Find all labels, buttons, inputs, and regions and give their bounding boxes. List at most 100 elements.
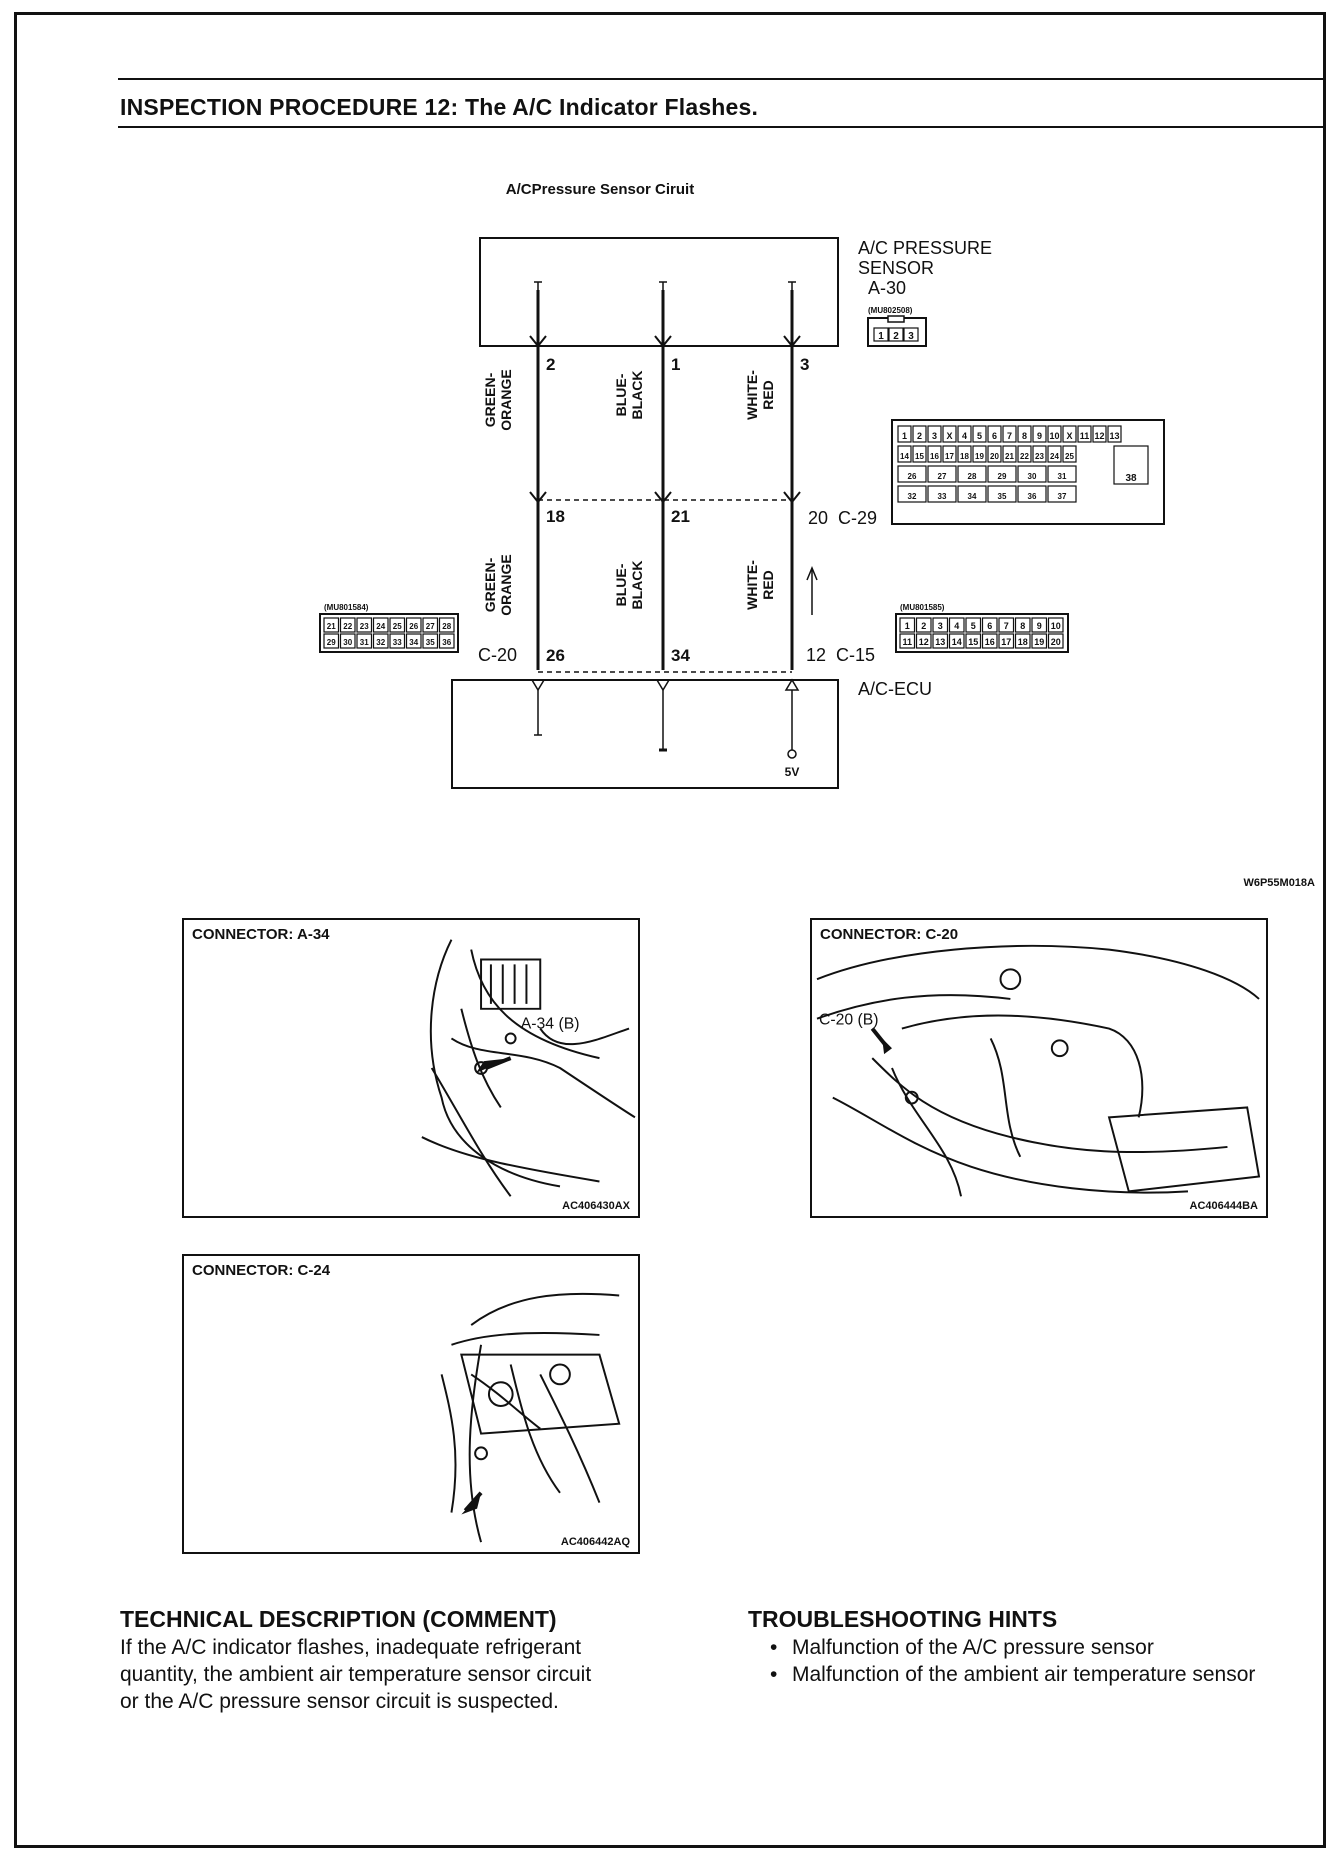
sensor-label-line-3: A-30 bbox=[868, 278, 906, 298]
ecu-connector-right-label: C-15 bbox=[836, 645, 875, 665]
sensor-pin-1: 1 bbox=[878, 331, 884, 342]
c20-pin-cell bbox=[405, 633, 422, 649]
c20-pin-label: 36 bbox=[442, 638, 451, 647]
c29-pin-cell bbox=[1107, 425, 1122, 443]
c29-pin-cell bbox=[1032, 445, 1047, 463]
c29-pin-cell bbox=[1113, 445, 1149, 485]
c20-pin-label: 33 bbox=[393, 638, 402, 647]
hint-text-1: Malfunction of the A/C pressure sensor bbox=[792, 1636, 1154, 1659]
connector-photo-c24: CONNECTOR: C-24 AC406442AQ bbox=[182, 1254, 640, 1554]
c29-pin-label: 4 bbox=[962, 431, 967, 441]
c20-pin-label: 24 bbox=[376, 622, 385, 631]
ecu-pin-12: 12 bbox=[806, 645, 826, 665]
sensor-pin-2-label: 2 bbox=[546, 355, 555, 374]
wiring-diagram: A/CPressure Sensor Ciruit A/C PRESSURE S… bbox=[290, 170, 1320, 890]
c15-pin-label: 18 bbox=[1018, 637, 1028, 647]
technical-line-2: quantity, the ambient air temperature se… bbox=[120, 1663, 592, 1686]
sensor-box bbox=[479, 237, 839, 347]
connector-code-a34: AC406430AX bbox=[562, 1200, 630, 1212]
c20-pin-cell bbox=[389, 633, 406, 649]
c20-pin-label: 31 bbox=[360, 638, 369, 647]
c29-pin-cell bbox=[987, 465, 1017, 483]
ecu-label: A/C-ECU bbox=[858, 679, 932, 699]
bullet-icon: • bbox=[770, 1636, 778, 1659]
wire-label-green-orange-lower-1: GREEN- bbox=[482, 557, 498, 612]
technical-heading: TECHNICAL DESCRIPTION (COMMENT) bbox=[120, 1606, 557, 1632]
c20-pin-cell bbox=[422, 617, 439, 633]
junction-pin-21: 21 bbox=[671, 507, 690, 526]
callout-c20: C-20 (B) bbox=[819, 1012, 879, 1029]
sensor-connector-code: (MU802508) bbox=[868, 306, 913, 315]
c29-pin-cell bbox=[957, 485, 987, 503]
c20-pin-cell bbox=[372, 633, 389, 649]
c20-pin-label: 22 bbox=[343, 622, 352, 631]
c20-pin-cell bbox=[405, 617, 422, 633]
c29-pin-cell bbox=[897, 465, 927, 483]
c29-pin-cell bbox=[1002, 425, 1017, 443]
c29-pin-cell bbox=[927, 465, 957, 483]
c20-pin-label: 21 bbox=[327, 622, 336, 631]
page-title: INSPECTION PROCEDURE 12: The A/C Indicat… bbox=[120, 94, 759, 120]
c29-pin-label: 5 bbox=[977, 431, 982, 441]
c20-pin-cell bbox=[323, 617, 340, 633]
c20-pin-cell bbox=[356, 633, 373, 649]
c29-pin-label: 23 bbox=[1035, 452, 1044, 461]
sensor-pin-3: 3 bbox=[908, 331, 914, 342]
sensor-pin-1-label: 1 bbox=[671, 355, 680, 374]
c15-pin-cell bbox=[1014, 633, 1031, 649]
c29-pin-label: 25 bbox=[1065, 452, 1074, 461]
wire-label-green-orange-upper-1: GREEN- bbox=[482, 372, 498, 427]
figure-code: W6P55M018A bbox=[1243, 877, 1315, 889]
c29-pin-label: 19 bbox=[975, 452, 984, 461]
c15-pin-cell bbox=[998, 617, 1015, 633]
c15-pin-label: 1 bbox=[905, 621, 910, 631]
c20-pin-cell bbox=[422, 633, 439, 649]
wire-label-white-red-lower-1: WHITE- bbox=[744, 560, 760, 610]
wire-label-green-orange-upper-2: ORANGE bbox=[498, 369, 514, 430]
engine-bay-illustration: A-34 (B) bbox=[421, 939, 636, 1197]
c15-pin-label: 10 bbox=[1051, 621, 1061, 631]
c29-pin-cell bbox=[972, 425, 987, 443]
c29-pin-label: 18 bbox=[960, 452, 969, 461]
c15-pin-cell bbox=[1031, 617, 1048, 633]
c15-pin-label: 6 bbox=[987, 621, 992, 631]
c15-pin-cell bbox=[981, 617, 998, 633]
c29-pin-cell bbox=[1017, 445, 1032, 463]
technical-line-1: If the A/C indicator flashes, inadequate… bbox=[120, 1636, 582, 1659]
c29-pin-cell bbox=[957, 465, 987, 483]
c29-pin-cell bbox=[1047, 485, 1077, 503]
c29-pin-label: 22 bbox=[1020, 452, 1029, 461]
c29-pin-cell bbox=[1002, 445, 1017, 463]
c29-pin-cell bbox=[987, 485, 1017, 503]
c15-pin-cell bbox=[899, 617, 916, 633]
c15-pin-cell bbox=[965, 633, 982, 649]
c15-pin-label: 5 bbox=[971, 621, 976, 631]
c29-pin-label: 6 bbox=[992, 431, 997, 441]
sensor-pin-3-label: 3 bbox=[800, 355, 809, 374]
c29-pin-cell bbox=[972, 445, 987, 463]
c15-pin-cell bbox=[932, 633, 949, 649]
connector-photo-a34: A-34 (B) CONNECTOR: A-34 AC406430AX bbox=[182, 918, 640, 1218]
c29-pin-cell bbox=[957, 425, 972, 443]
c29-pin-cell bbox=[927, 425, 942, 443]
c29-pin-cell bbox=[1092, 425, 1107, 443]
c15-pin-label: 9 bbox=[1037, 621, 1042, 631]
c15-pin-cell bbox=[1031, 633, 1048, 649]
junction-connector-label: C-29 bbox=[838, 508, 877, 528]
connector-photo-c20: C-20 (B) CONNECTOR: C-20 AC406444BA bbox=[810, 918, 1268, 1218]
c29-pin-cell bbox=[1047, 445, 1062, 463]
c20-pin-cell bbox=[339, 633, 356, 649]
dashboard-illustration: C-20 (B) bbox=[816, 944, 1261, 1197]
c29-pin-cell bbox=[987, 445, 1002, 463]
c29-pin-label: 17 bbox=[945, 452, 954, 461]
c29-pin-cell bbox=[957, 445, 972, 463]
c29-pin-label: 31 bbox=[1058, 472, 1067, 481]
wire-label-blue-black-upper-1: BLUE- bbox=[613, 373, 629, 416]
c15-pin-label: 15 bbox=[968, 637, 978, 647]
c29-pin-label: 26 bbox=[908, 472, 917, 481]
c29-pin-label: 1 bbox=[902, 431, 907, 441]
wire-label-blue-black-lower-2: BLACK bbox=[629, 561, 645, 610]
c29-pin-label: 34 bbox=[968, 492, 977, 501]
c29-pin-label: 32 bbox=[908, 492, 917, 501]
c15-code: (MU801585) bbox=[900, 603, 945, 612]
